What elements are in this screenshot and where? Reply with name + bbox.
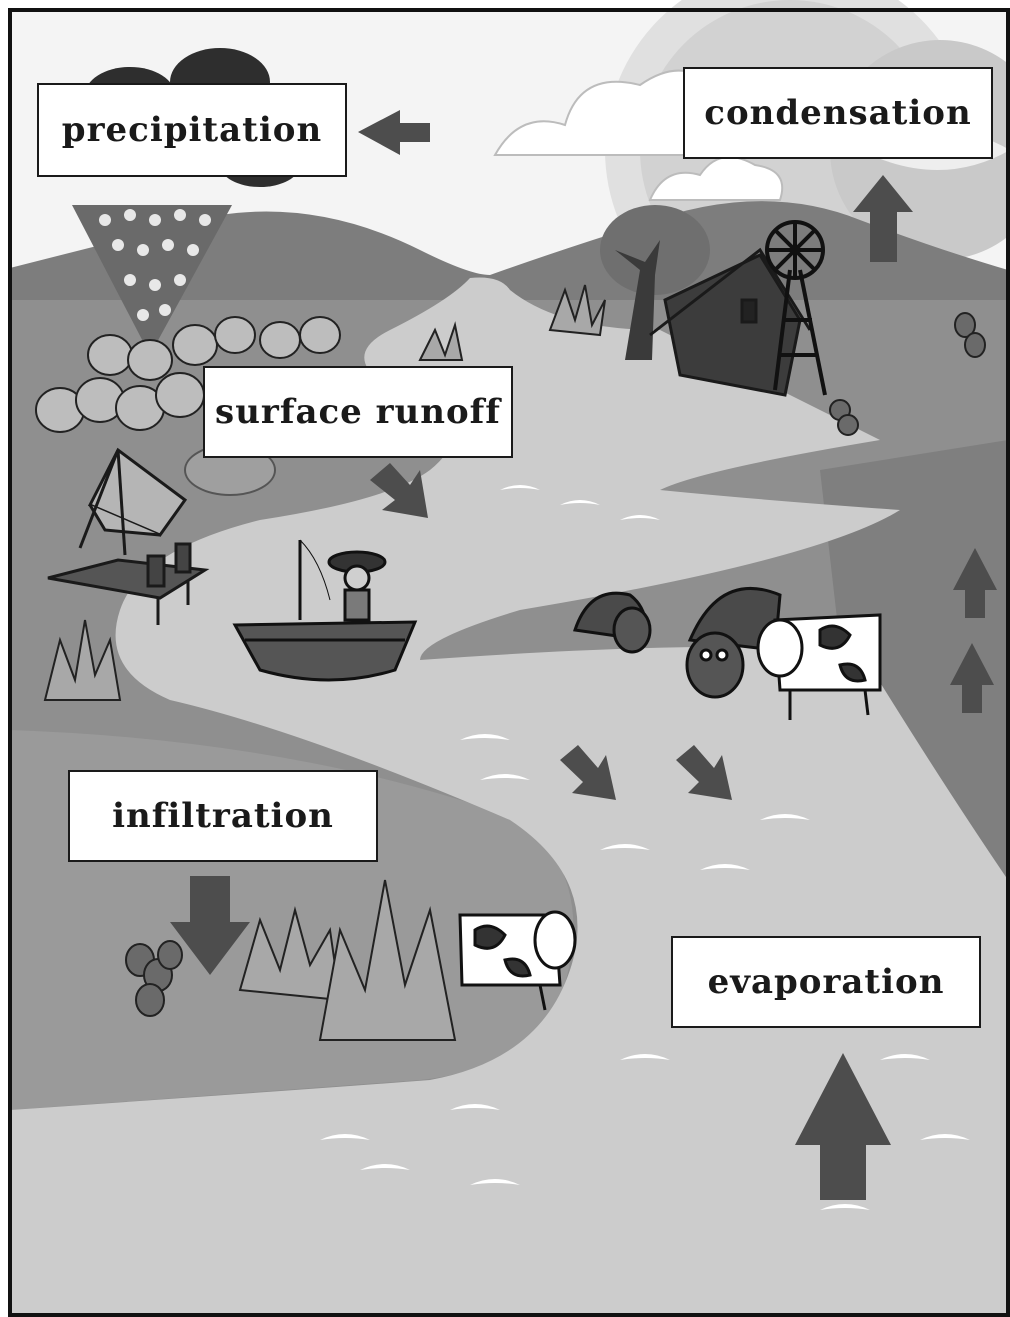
barn-icon [649,247,812,397]
river-arrow-right [676,745,732,800]
raindrops-icon [72,205,232,355]
infiltration-label: infiltration [68,770,378,862]
evaporation-label: evaporation [671,936,981,1028]
evaporation-arrow [795,1053,891,1200]
river-arrow-left [560,745,616,800]
shrub-icon [35,316,341,433]
bull-icon [573,586,782,699]
condensation-arrow [853,175,913,262]
precipitation-arrow [358,110,430,155]
cow-icon [756,613,882,720]
evaporation-small-arrow-2 [950,643,994,713]
river [10,277,1008,1315]
frame [8,8,1010,1317]
condensation-label: condensation [683,67,993,159]
cow-icon [458,910,577,1011]
windmill-icon [765,220,827,396]
fisherman-boat-icon [232,539,418,682]
surface-runoff-label: surface runoff [203,366,513,458]
infiltration-arrow [170,876,250,975]
tree-icon [600,205,710,360]
runoff-arrow [370,463,428,518]
arrow-icon [170,110,997,1200]
agave-icon [43,284,606,1041]
evaporation-small-arrow-1 [953,548,997,618]
precipitation-label: precipitation [37,83,347,177]
water-ripples [320,485,970,1210]
tent-icon [78,447,188,556]
dock-icon [47,542,210,625]
cactus-icon [125,312,986,1017]
